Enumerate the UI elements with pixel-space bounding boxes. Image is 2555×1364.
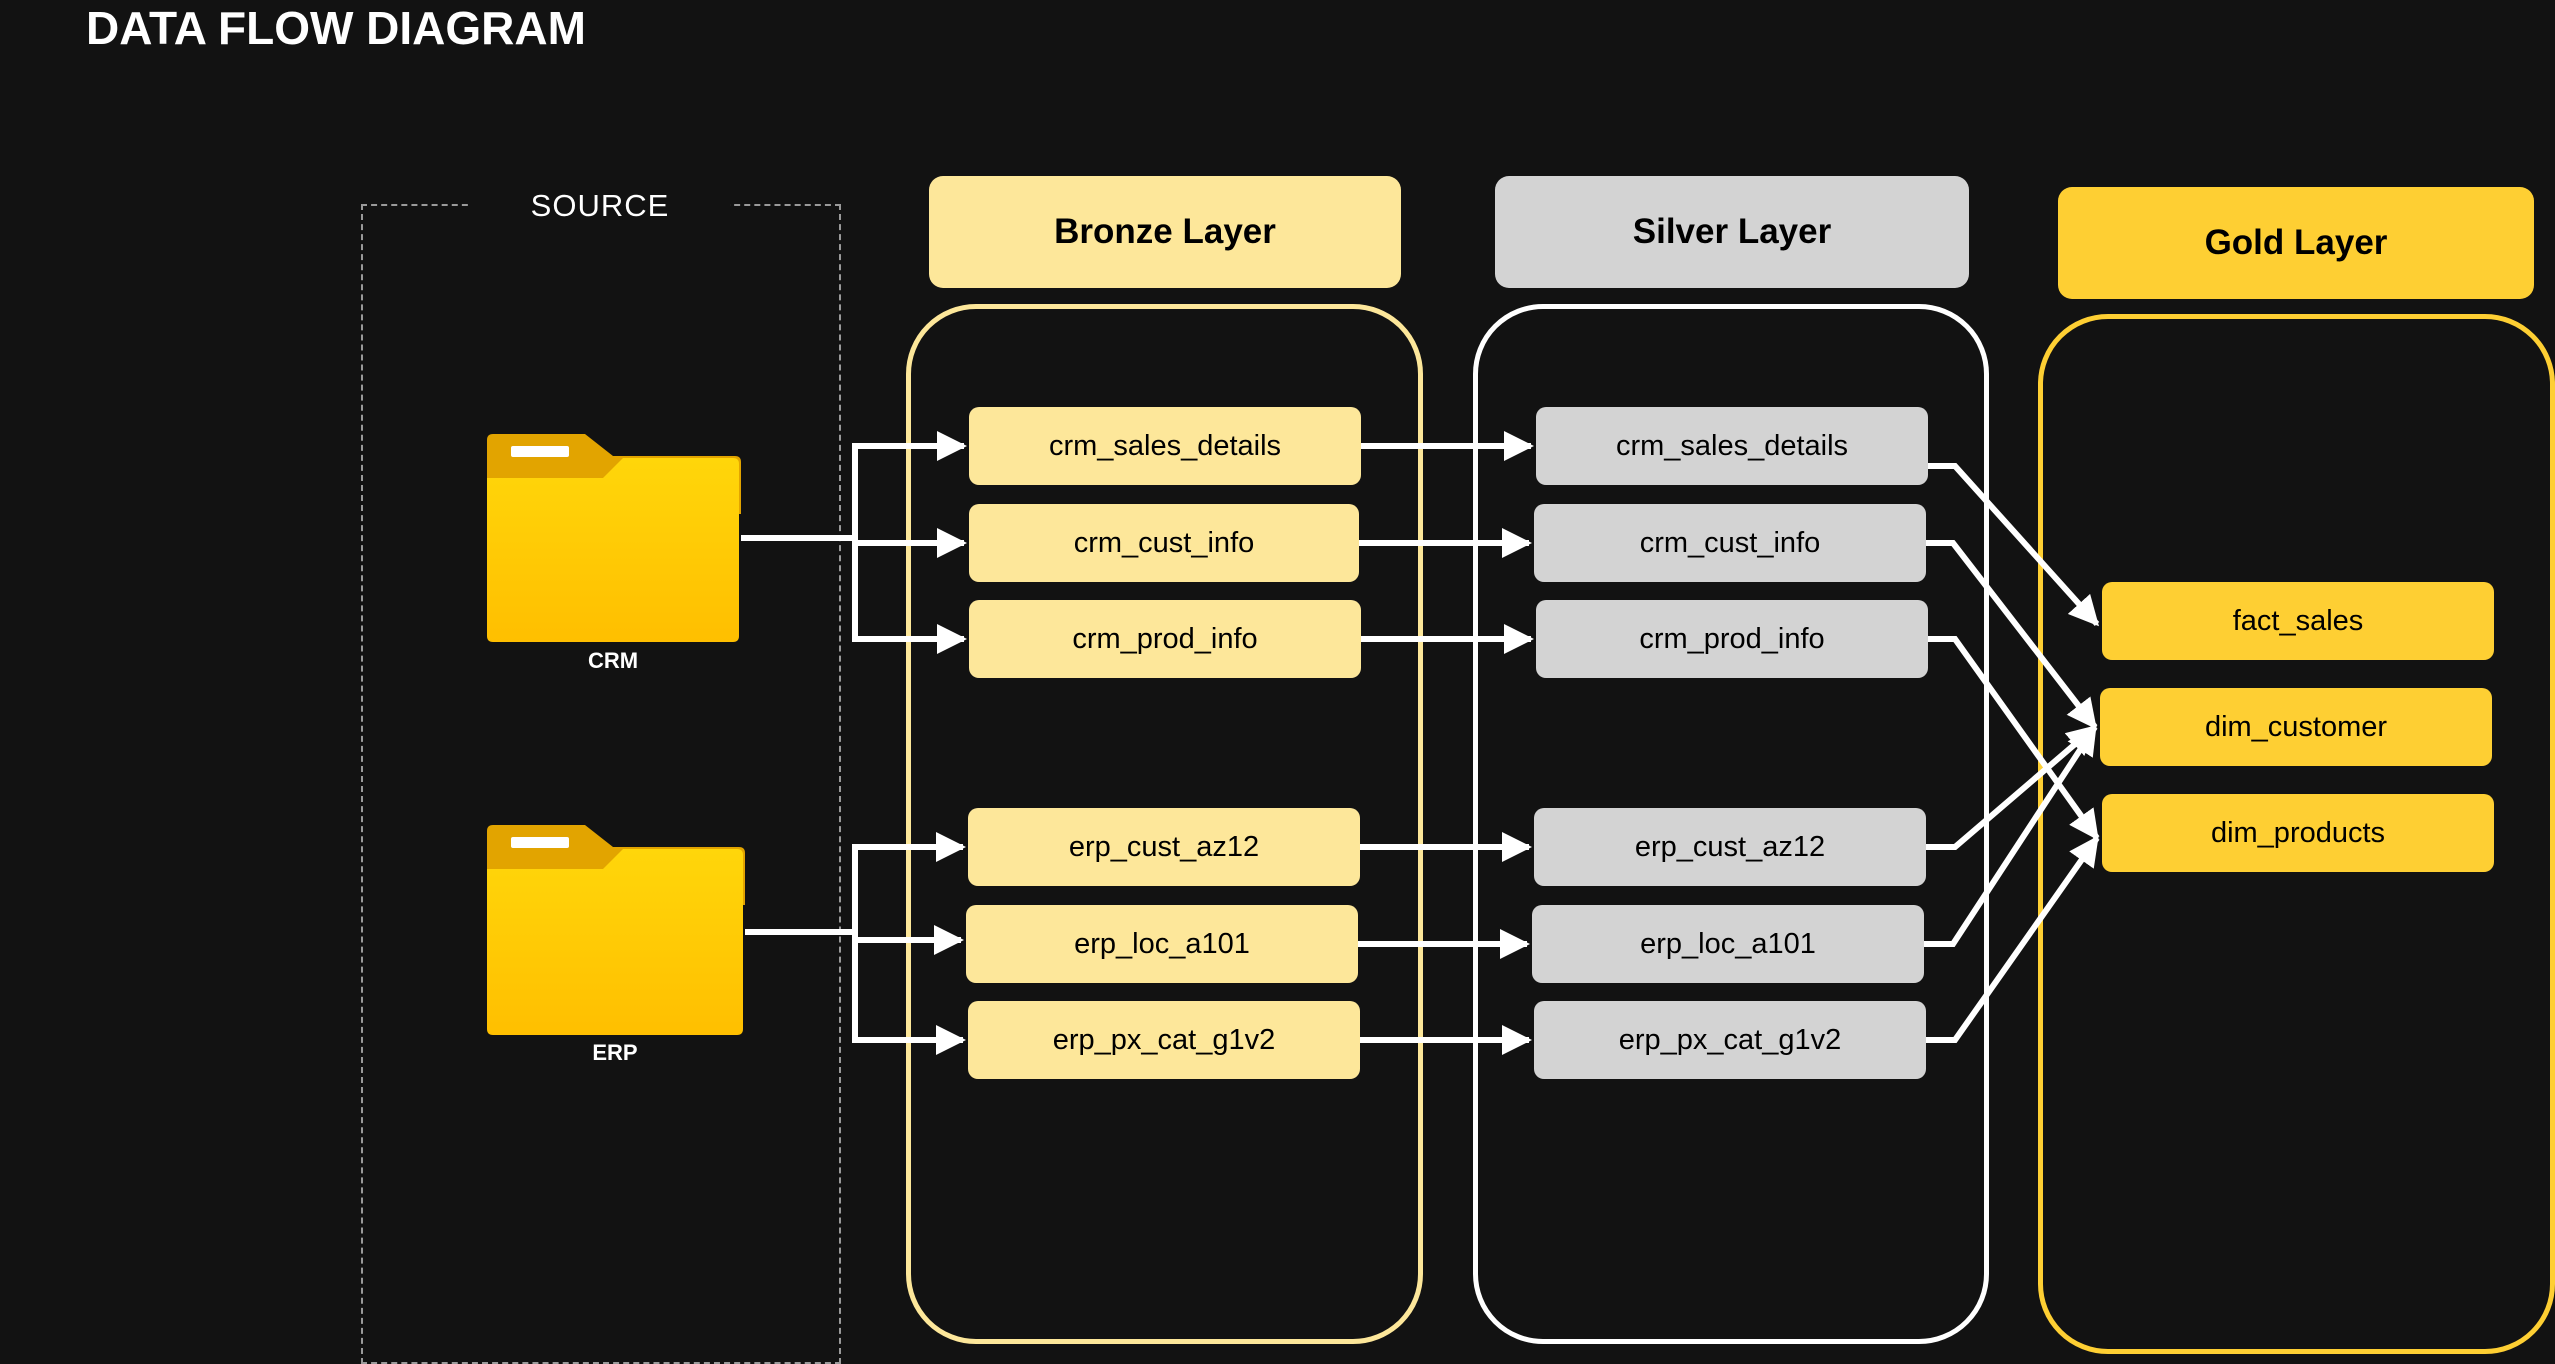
folder-label-erp: ERP: [592, 1040, 638, 1065]
bronze-node-crm-sales-details: crm_sales_details: [969, 407, 1361, 485]
silver-layer-header: Silver Layer: [1495, 176, 1969, 288]
silver-node-erp-loc-a101: erp_loc_a101: [1532, 905, 1924, 983]
gold-node-dim-products: dim_products: [2102, 794, 2494, 872]
flow-erp-to-bronze-cust: [745, 832, 966, 935]
page-title: DATA FLOW DIAGRAM: [86, 2, 586, 54]
folder-icon: [487, 825, 745, 1035]
silver-node-erp-px-cat-g1v2: erp_px_cat_g1v2: [1534, 1001, 1926, 1079]
flow-silver-to-gold-fact: [1928, 463, 2100, 627]
flow-crm-to-bronze-prod: [852, 538, 967, 654]
flow-silver-to-gold-cust-from-crm: [1926, 540, 2098, 730]
folder-label-crm: CRM: [587, 648, 639, 673]
silver-node-crm-cust-info: crm_cust_info: [1534, 504, 1926, 582]
flow-erp-to-bronze-px: [852, 932, 966, 1055]
bronze-node-erp-cust-az12: erp_cust_az12: [968, 808, 1360, 886]
bronze-node-crm-prod-info: crm_prod_info: [969, 600, 1361, 678]
silver-node-crm-prod-info: crm_prod_info: [1536, 600, 1928, 678]
bronze-node-erp-loc-a101: erp_loc_a101: [966, 905, 1358, 983]
silver-node-erp-cust-az12: erp_cust_az12: [1534, 808, 1926, 886]
flow-crm-to-bronze-sales: [741, 431, 967, 541]
gold-layer-header: Gold Layer: [2058, 187, 2534, 299]
bronze-layer-header: Bronze Layer: [929, 176, 1401, 288]
bronze-node-erp-px-cat-g1v2: erp_px_cat_g1v2: [968, 1001, 1360, 1079]
flow-silver-to-gold-prod-from-crm: [1928, 636, 2100, 841]
silver-node-crm-sales-details: crm_sales_details: [1536, 407, 1928, 485]
silver-layer-frame: [1473, 304, 1989, 1344]
flow-silver-to-gold-cust-from-erp: [1926, 724, 2098, 850]
flow-silver-to-gold-prod-from-px: [1926, 835, 2100, 1043]
bronze-node-crm-cust-info: crm_cust_info: [969, 504, 1359, 582]
source-label: SOURCE: [470, 184, 730, 228]
gold-node-fact-sales: fact_sales: [2102, 582, 2494, 660]
flow-silver-to-gold-cust-from-loc: [1924, 724, 2098, 947]
bronze-layer-frame: [906, 304, 1423, 1344]
gold-layer-frame: [2038, 314, 2555, 1354]
folder-icon: [487, 434, 741, 642]
gold-node-dim-customer: dim_customer: [2100, 688, 2492, 766]
